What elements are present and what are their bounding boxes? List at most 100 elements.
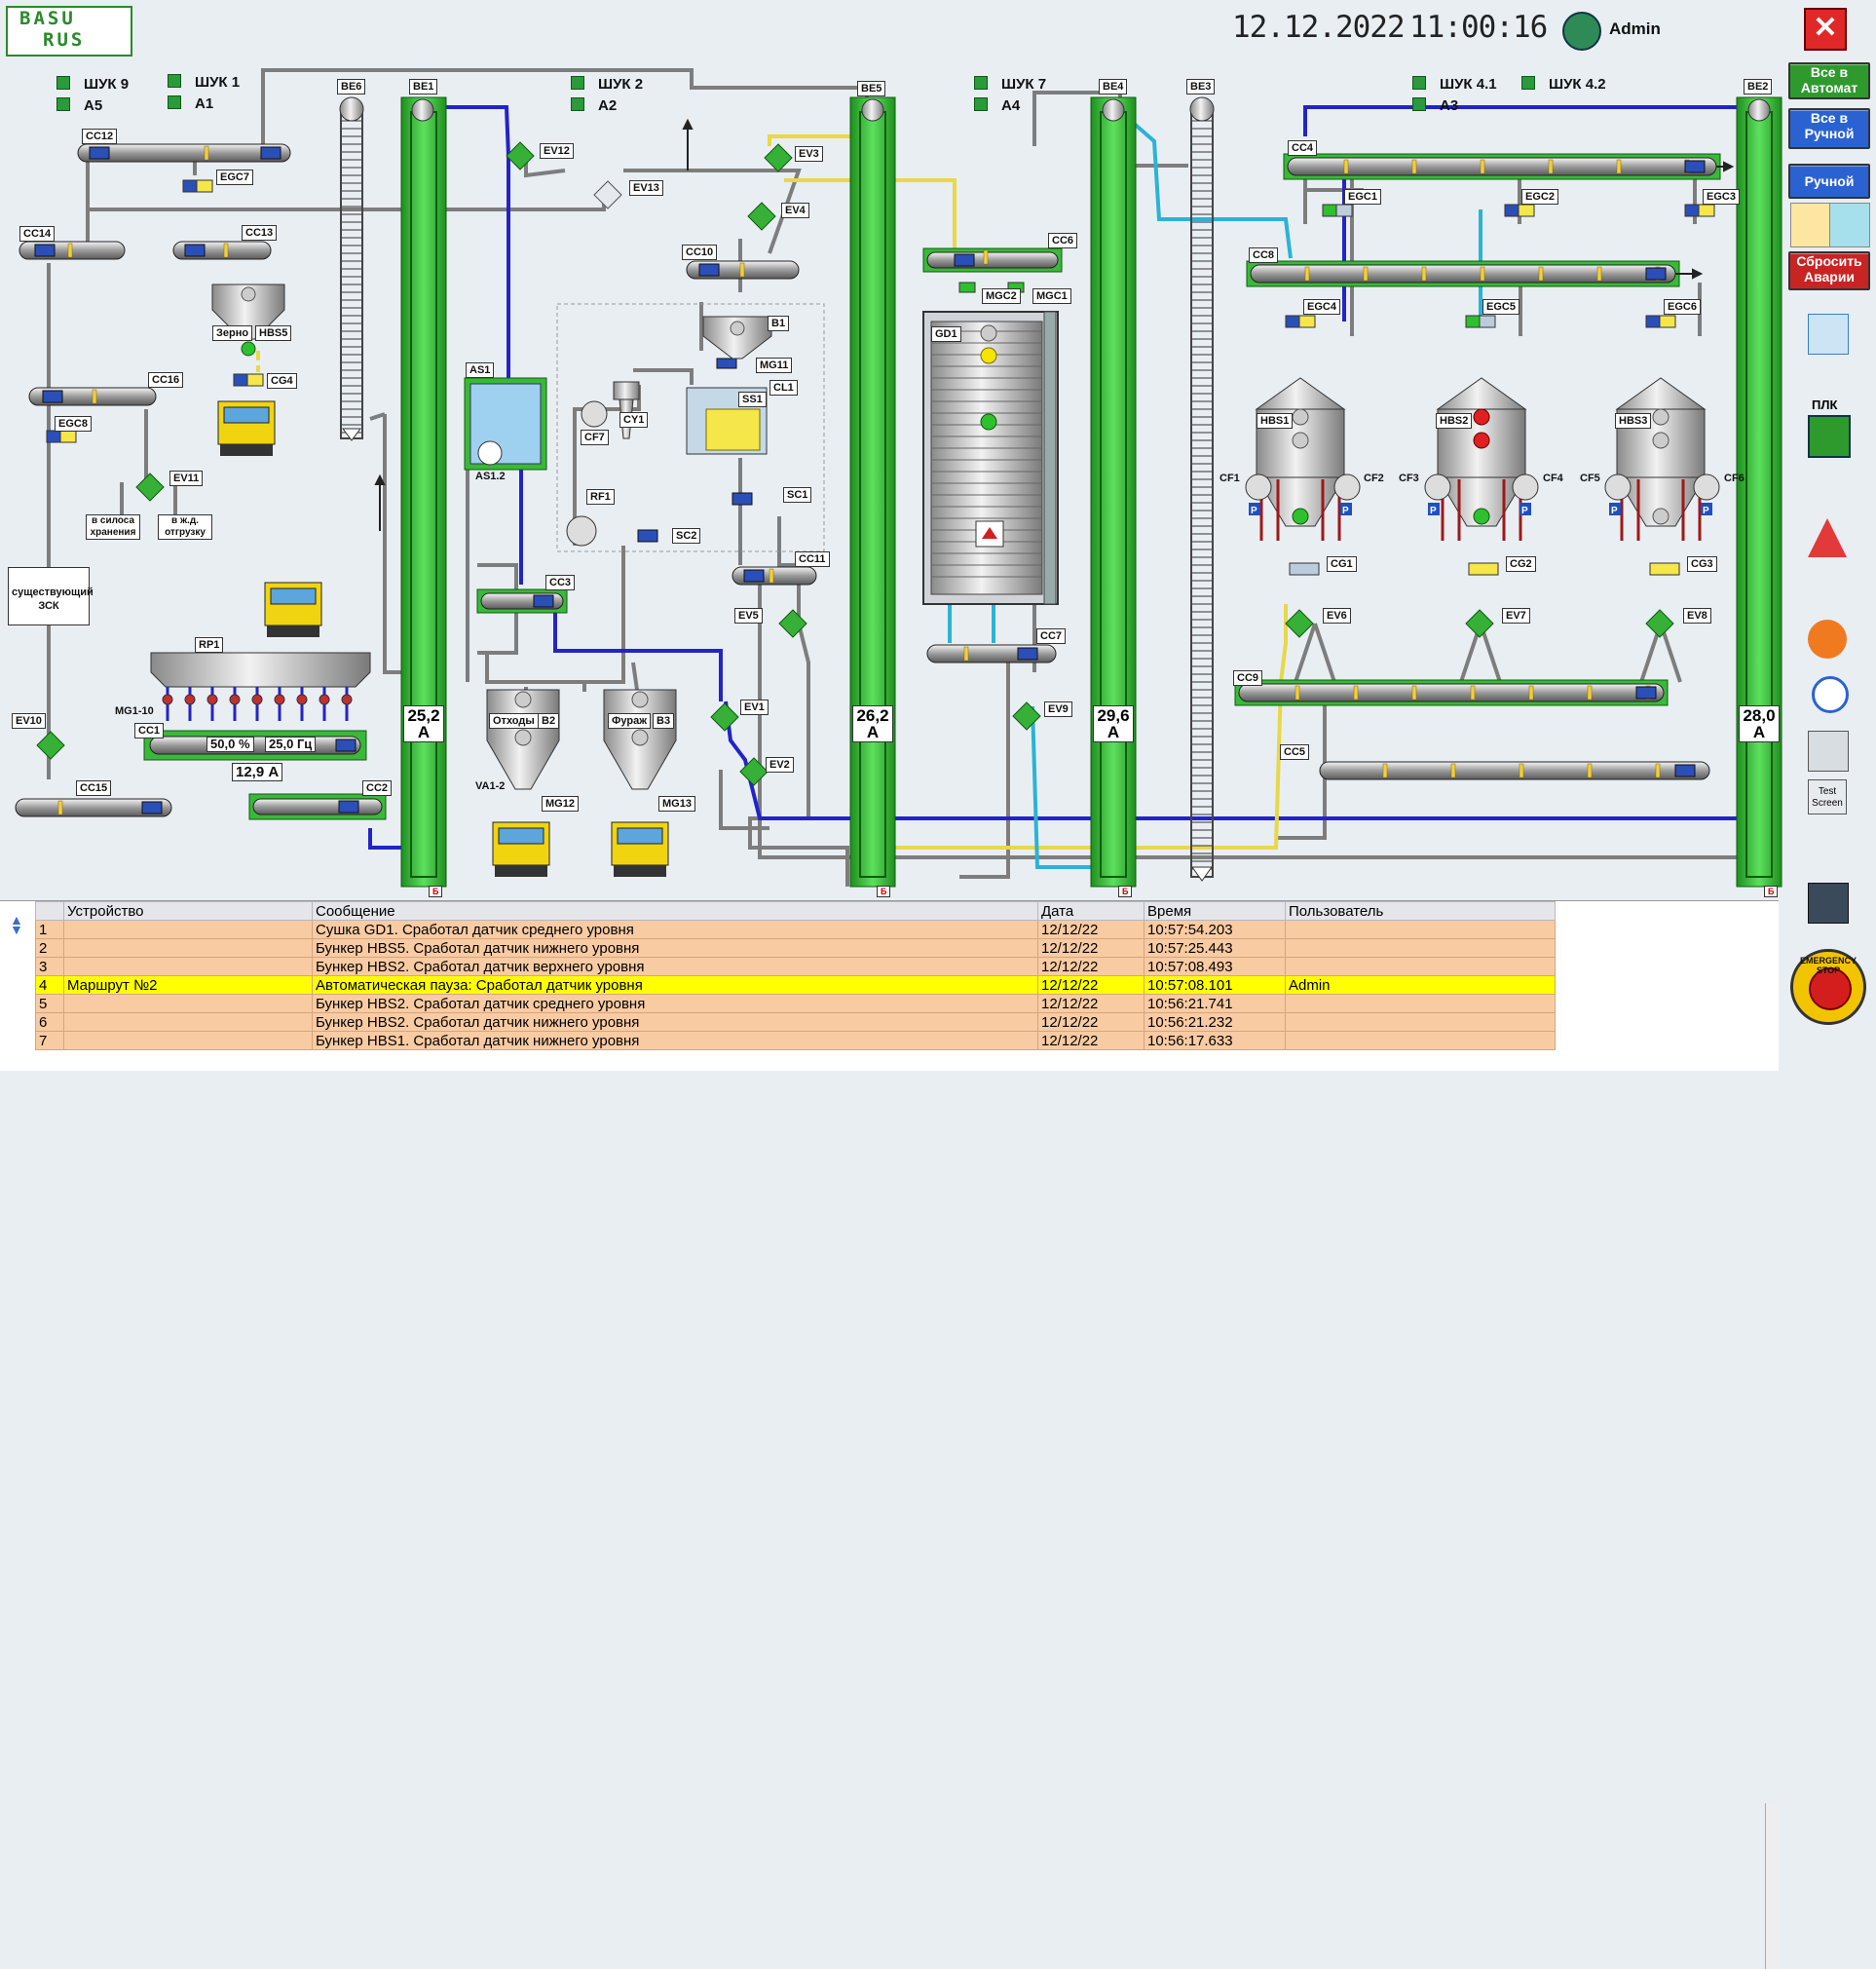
b3-text-label: Фураж xyxy=(608,713,651,729)
valve-ev13[interactable] xyxy=(593,180,622,209)
sound-on-icon[interactable] xyxy=(1829,203,1870,247)
process-scheme xyxy=(15,68,1782,888)
ev6-label: EV6 xyxy=(1323,608,1351,624)
mg13-label: MG13 xyxy=(658,796,695,812)
logo-text-bottom: RUS xyxy=(43,29,86,51)
be3-label: BE3 xyxy=(1186,79,1216,95)
dryer-gd1[interactable] xyxy=(922,311,1059,605)
indicator-shuk1: ШУК 1 xyxy=(168,74,240,91)
close-button[interactable]: ✕ xyxy=(1804,8,1847,51)
ev13-label: EV13 xyxy=(629,180,663,196)
events-scrollbar[interactable] xyxy=(1765,1803,1778,1969)
col-time[interactable]: Время xyxy=(1144,901,1286,921)
be1-boot-marker: Б xyxy=(429,886,443,897)
elevator-be1[interactable] xyxy=(400,96,447,888)
reset-alarms-button[interactable]: Сбросить Аварии xyxy=(1788,251,1870,290)
egc8-label: EGC8 xyxy=(55,416,92,432)
mgc2-label: MGC2 xyxy=(982,288,1021,304)
routes-icon[interactable] xyxy=(1808,314,1849,355)
logo-text-top: BASU xyxy=(19,8,76,29)
hbs5-hopper[interactable] xyxy=(211,284,285,357)
elevator-be5[interactable] xyxy=(849,96,896,888)
b3-bin[interactable] xyxy=(603,689,677,790)
col-date[interactable]: Дата xyxy=(1037,901,1144,921)
col-device[interactable]: Устройство xyxy=(63,901,313,921)
cg4-label: CG4 xyxy=(267,373,297,389)
emergency-stop-label: EMERGENCY STOP xyxy=(1799,956,1857,975)
va12-label: VA1-2 xyxy=(475,780,506,792)
b2-bin[interactable] xyxy=(486,689,560,790)
b1-hopper[interactable] xyxy=(702,316,772,360)
all-auto-button[interactable]: Все в Автомат xyxy=(1788,62,1870,99)
indicator-a5: А5 xyxy=(56,97,102,114)
user-avatar-icon[interactable] xyxy=(1562,12,1601,51)
col-user[interactable]: Пользователь xyxy=(1285,901,1556,921)
ev3-label: EV3 xyxy=(795,146,823,162)
indicator-shuk42: ШУК 4.2 xyxy=(1521,76,1606,93)
silo-hbs3[interactable] xyxy=(1615,377,1707,541)
ev1-label: EV1 xyxy=(740,700,769,715)
elevator-be4[interactable] xyxy=(1090,96,1137,888)
sort-arrows-icon[interactable]: ▲▼ xyxy=(10,912,23,937)
cc5-label: CC5 xyxy=(1280,744,1310,760)
books-icon[interactable] xyxy=(1808,883,1849,924)
cleaning-area xyxy=(556,303,825,552)
be4-boot-marker: Б xyxy=(1118,886,1133,897)
all-manual-button[interactable]: Все в Ручной xyxy=(1788,108,1870,149)
cc1-label: CC1 xyxy=(134,723,165,738)
silo-hbs2[interactable] xyxy=(1436,377,1527,541)
cc15-label: CC15 xyxy=(76,780,112,796)
col-num xyxy=(35,901,64,921)
cc7-label: CC7 xyxy=(1036,628,1067,644)
pressure-p-2: P xyxy=(1342,506,1349,516)
pressure-p-4: P xyxy=(1521,506,1528,516)
egc3-label: EGC3 xyxy=(1703,189,1740,205)
hbs5-text-label: Зерно xyxy=(212,325,253,341)
settings-gear-icon[interactable] xyxy=(1808,620,1847,659)
emergency-stop-button[interactable]: EMERGENCY STOP xyxy=(1790,949,1866,1025)
flow-arrows xyxy=(374,118,1735,531)
mgc1-label: MGC1 xyxy=(1032,288,1071,304)
plc-label: ПЛК xyxy=(1812,398,1838,412)
silo-hbs1[interactable] xyxy=(1255,377,1346,541)
cleaner-cl1[interactable] xyxy=(686,387,768,455)
cc14-label: CC14 xyxy=(19,226,56,242)
cc2-label: CC2 xyxy=(362,780,393,796)
ss1-label: SS1 xyxy=(738,392,767,407)
cc3-label: CC3 xyxy=(545,575,576,590)
timer-clock-icon[interactable] xyxy=(1812,676,1849,713)
ev12-label: EV12 xyxy=(540,143,574,159)
cf4-label: CF4 xyxy=(1543,473,1563,484)
elevator-be3[interactable] xyxy=(1189,96,1215,882)
cf7-label: CF7 xyxy=(581,430,609,445)
sensor-icons[interactable] xyxy=(46,179,1715,576)
cc1-frequency[interactable]: 25,0 Гц xyxy=(265,737,317,752)
valve-icons[interactable] xyxy=(36,141,1674,786)
elevator-be2[interactable] xyxy=(1736,96,1782,888)
emergency-stop-icon xyxy=(1809,967,1852,1010)
cc1-current: 12,9 А xyxy=(232,763,283,781)
cf5-label: CF5 xyxy=(1580,473,1600,484)
col-message[interactable]: Сообщение xyxy=(312,901,1038,921)
user-name[interactable]: Admin xyxy=(1609,19,1661,38)
cc1-speed-percent[interactable]: 50,0 % xyxy=(206,737,254,752)
plc-icon[interactable] xyxy=(1808,415,1851,458)
as12-label: AS1.2 xyxy=(475,471,506,482)
rp1-dosing[interactable] xyxy=(150,652,371,721)
truck-icons xyxy=(217,400,669,877)
manual-button[interactable]: Ручной xyxy=(1788,164,1870,199)
tools-icon[interactable] xyxy=(1808,731,1849,772)
mg12-label: MG12 xyxy=(542,796,579,812)
separator-as1[interactable] xyxy=(464,377,547,471)
elevator-be6[interactable] xyxy=(339,96,364,441)
be5-label: BE5 xyxy=(857,81,886,96)
test-screen-button[interactable]: Test Screen xyxy=(1808,779,1847,814)
